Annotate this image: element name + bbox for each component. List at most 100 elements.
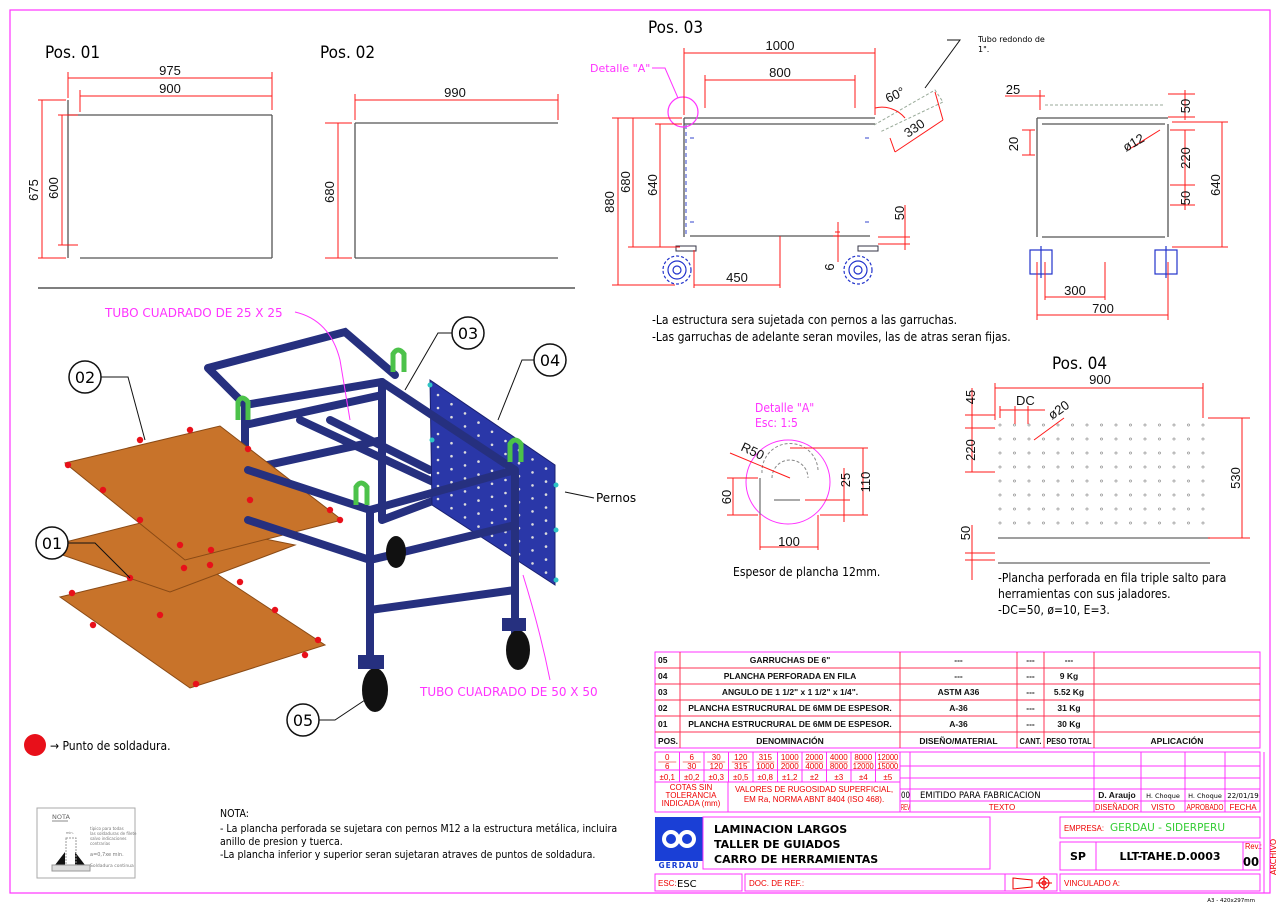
tol-range-from: 30 [712,753,721,762]
hole [544,493,548,496]
hole [436,471,440,475]
hole [477,473,480,476]
hole [1085,465,1089,469]
hole [504,504,507,508]
hole [436,445,440,449]
dim-100: 100 [778,534,800,549]
hole [1042,423,1045,427]
hole [490,430,494,434]
dim-220: 220 [963,439,978,461]
hole [477,421,480,424]
svg-text:DISEÑADOR: DISEÑADOR [1095,803,1139,812]
svg-text:salvo indicaciones: salvo indicaciones [90,836,127,841]
hole [998,437,1002,441]
hole [1027,465,1031,469]
tube-note-1: Tubo redondo de [977,35,1045,44]
projection-symbol [1012,876,1052,890]
hole [490,443,494,447]
rev-approved: H. Choque [1188,792,1222,800]
svg-text:las soldaduras de filete: las soldaduras de filete [90,831,137,836]
hole [1100,507,1103,511]
hole [544,519,548,522]
parts-row-cell: --- [1026,719,1035,729]
weld-point [176,541,184,549]
pos04-note-1: -Plancha perforada en fila triple salto … [998,571,1226,585]
parts-row-cell: 31 Kg [1057,703,1080,713]
hole [1027,451,1031,455]
weld-point [156,611,164,619]
hole [1114,493,1118,497]
hole [998,423,1002,427]
hole [436,393,440,397]
hole [1042,437,1045,441]
hole [1187,493,1190,497]
hole [436,432,440,436]
hole [531,458,534,461]
dim-975: 975 [159,63,181,78]
weld-points [64,426,344,688]
weld-legend-dot [24,734,46,756]
tol-caption-right: EM Ra, NORMA ABNT 8404 (ISO 468). [744,795,884,804]
weld-point [136,516,144,524]
svg-text:TEXTO: TEXTO [989,803,1016,812]
view-pos-01: Pos. 01 975 900 675 600 [26,43,273,259]
hole [1085,521,1089,525]
pos03-note-1: -La estructura sera sujetada con pernos … [652,313,957,327]
hole [1172,423,1176,427]
hole [1114,521,1118,525]
tol-value: ±4 [859,773,868,782]
hole [504,452,507,456]
dim-640: 640 [1208,174,1223,196]
tol-caption-right: VALORES DE RUGOSIDAD SUPERFICIAL, [735,785,893,794]
hole [544,480,548,483]
hole [1056,479,1060,483]
hole [1172,479,1176,483]
hole [1071,493,1074,497]
hole [998,521,1002,525]
dim-110: 110 [858,472,873,493]
hole [1143,493,1147,497]
hole [1100,423,1103,427]
hole [1187,479,1190,483]
parts-row-cell: --- [1026,671,1035,681]
hole [477,486,480,489]
hole [1042,451,1045,455]
caster-wheel [843,245,879,285]
hole [1071,507,1074,511]
rev-text: EMITIDO PARA FABRICACION [920,791,1041,801]
hole [531,471,534,474]
label-tube-25: TUBO CUADRADO DE 25 X 25 [104,306,283,320]
hole [1056,437,1060,441]
hole [1027,507,1031,511]
tol-range-from: 4000 [830,753,848,762]
hole [1056,465,1060,469]
svg-text:- La plancha perforada se suje: - La plancha perforada se sujetara con p… [220,823,617,835]
tol-caption-left: INDICADA (mm) [662,799,721,808]
hole [1114,423,1118,427]
svg-text:NOTA:: NOTA: [220,808,249,820]
view-label: Pos. 02 [320,43,375,63]
isometric-view: TUBO CUADRADO DE 25 X 25 TUBO CUADRADO D… [24,306,636,756]
hole [477,499,480,502]
hole [477,512,480,515]
weld-point [336,516,344,524]
hole [1042,507,1045,511]
logo-text: GERDAU [659,861,700,870]
tol-value: ±2 [810,773,819,782]
hole [1129,493,1132,497]
hole [436,484,440,488]
hole [450,441,453,445]
weld-point [314,636,322,644]
hole [463,503,467,506]
lifting-handles [235,347,524,505]
hole [1129,465,1132,469]
gerdau-logo-mark [662,830,696,848]
hole [450,480,453,484]
hole [490,469,494,473]
tol-range-from: 12000 [877,753,899,762]
detail-scale: Esc: 1:5 [755,416,798,430]
sp-code: SP [1070,850,1086,863]
svg-text:Soldadura continua: Soldadura continua [90,863,134,869]
hole [1085,507,1089,511]
weld-point [68,589,76,597]
